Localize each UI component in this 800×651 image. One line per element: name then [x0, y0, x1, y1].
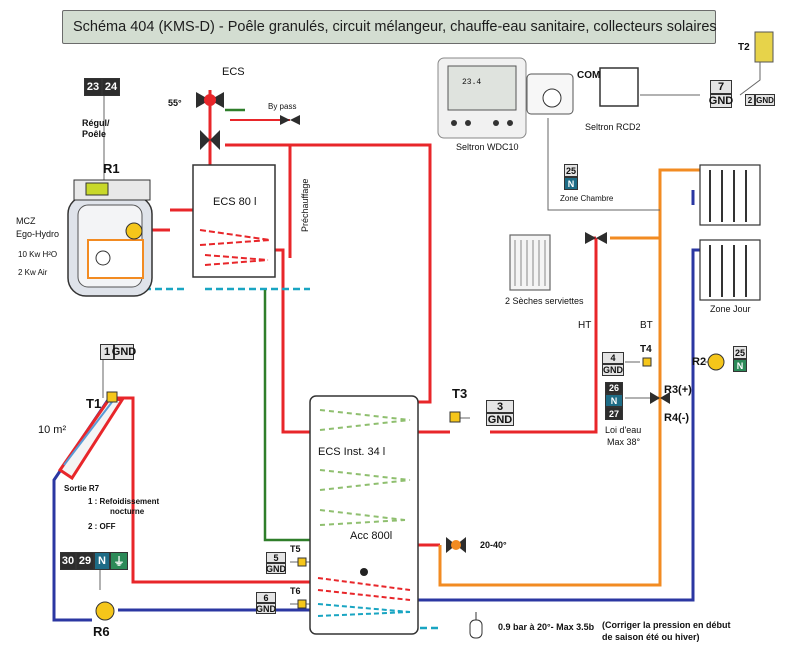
outdoor-sensor-t2 — [754, 31, 774, 63]
label-r3: R3(+) — [664, 384, 692, 396]
pump-r6 — [95, 601, 115, 621]
label-corriger1: (Corriger la pression en début — [602, 620, 731, 630]
label-corriger2: de saison été ou hiver) — [602, 632, 700, 642]
pellet-stove — [67, 179, 153, 297]
towel-rail-radiator — [509, 234, 551, 291]
label-ecs-inst: ECS Inst. 34 l — [318, 446, 386, 458]
label-prechauffage: Préchauffage — [300, 178, 310, 232]
label-sortie-r7: Sortie R7 — [64, 484, 100, 493]
label-bypass: By pass — [268, 102, 297, 111]
label-t3: T3 — [452, 386, 468, 401]
label-rcd2: Seltron RCD2 — [585, 122, 641, 132]
orange-pipes — [438, 168, 700, 587]
mixing-valve-acc — [446, 537, 466, 553]
radiator-zone-jour — [699, 164, 761, 301]
seltron-rcd2-device — [526, 67, 639, 115]
sensor-t1 — [106, 391, 118, 403]
title-box: Schéma 404 (KMS-D) - Poêle granulés, cir… — [62, 10, 717, 44]
sensor-t5 — [297, 557, 307, 567]
label-r1: R1 — [103, 161, 120, 176]
label-com: COM — [577, 70, 601, 81]
sensor-t4 — [642, 357, 652, 367]
label-opt1a: 1 : Refoidissement — [88, 497, 160, 506]
bypass-valve — [280, 115, 300, 125]
label-regul2: Poêle — [82, 129, 107, 139]
valve-ht — [585, 232, 607, 244]
label-mcz2: Ego-Hydro — [16, 229, 60, 239]
teal-pipes — [133, 287, 440, 630]
solar-collector — [57, 396, 125, 481]
label-opt1b: nocturne — [110, 507, 145, 516]
label-t6: T6 — [290, 586, 301, 596]
expansion-vessel — [469, 612, 483, 639]
mixing-valve-stove — [200, 130, 220, 150]
label-10m2: 10 m² — [38, 424, 67, 436]
wdc10-lcd-value: 23.4 — [462, 78, 482, 87]
label-ecs-top: ECS — [222, 66, 245, 78]
label-t1: T1 — [86, 396, 102, 411]
label-opt2: 2 : OFF — [88, 522, 116, 531]
label-loi1: Loi d'eau — [605, 425, 642, 435]
accumulator-tank — [309, 395, 419, 635]
valve-r3 — [650, 392, 670, 404]
label-ht: HT — [578, 320, 592, 331]
label-wdc10: Seltron WDC10 — [456, 142, 519, 152]
label-r6: R6 — [93, 624, 110, 639]
signal-wires — [99, 60, 761, 605]
label-mcz3: 10 Kw H²O — [18, 250, 58, 259]
label-20-40: 20-40° — [480, 540, 507, 550]
page-title: Schéma 404 (KMS-D) - Poêle granulés, cir… — [73, 19, 717, 35]
label-t2: T2 — [738, 42, 750, 53]
label-bt: BT — [640, 320, 653, 331]
label-pression: 0.9 bar à 20°- Max 3.5b — [498, 622, 595, 632]
ecs80-tank — [192, 164, 276, 278]
label-temp-55: 55° — [168, 98, 182, 108]
green-pipes — [225, 108, 310, 542]
label-loi2: Max 38° — [607, 437, 641, 447]
sensor-t6 — [297, 599, 307, 609]
seltron-wdc10-device — [437, 57, 527, 139]
three-way-valve-ecs — [196, 92, 224, 108]
label-zone-jour: Zone Jour — [710, 304, 751, 314]
label-ecs80: ECS 80 l — [213, 196, 257, 208]
pump-r2 — [707, 353, 725, 371]
label-mcz4: 2 Kw Air — [18, 268, 48, 277]
label-r4: R4(-) — [664, 412, 690, 424]
label-seches: 2 Sèches serviettes — [505, 296, 584, 306]
label-mcz1: MCZ — [16, 216, 36, 226]
sensor-t3 — [449, 411, 461, 423]
label-t4: T4 — [640, 344, 652, 355]
label-t5: T5 — [290, 544, 301, 554]
label-regul1: Régul/ — [82, 118, 110, 128]
label-zone-chambre: Zone Chambre — [560, 194, 614, 203]
label-acc800: Acc 800l — [350, 530, 393, 542]
label-r2: R2 — [692, 356, 707, 368]
